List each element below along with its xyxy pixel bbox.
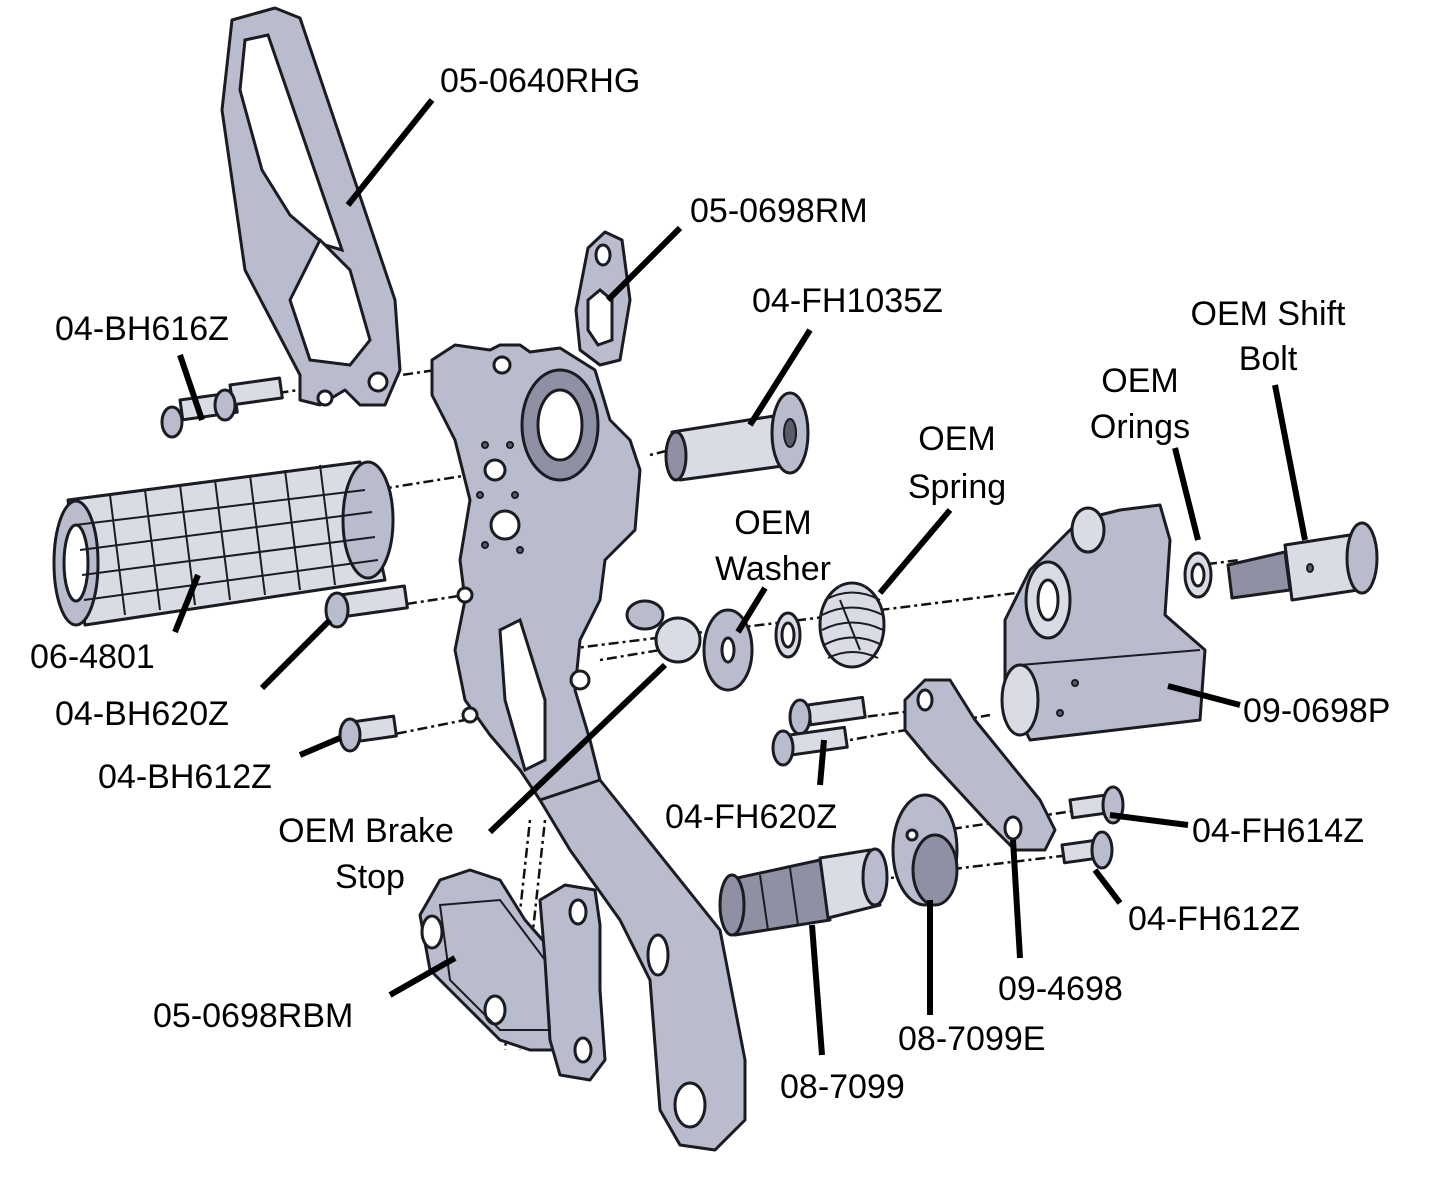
heel-guard-part <box>220 6 402 407</box>
label-bh612z: 04-BH612Z <box>98 758 272 796</box>
label-4698: 09-4698 <box>998 970 1123 1008</box>
label-oem-shift-bolt-line1: OEM Shift <box>1191 295 1346 333</box>
leader-lines <box>172 98 1308 1056</box>
leader-fh614z <box>1109 812 1189 828</box>
leader-0698rm <box>605 225 683 303</box>
label-0698p: 09-0698P <box>1243 692 1390 730</box>
label-7099: 08-7099 <box>780 1068 905 1106</box>
label-oem-washer-line2: Washer <box>715 550 831 588</box>
shift-mount-arm-part <box>574 230 632 367</box>
label-bh620z: 04-BH620Z <box>55 695 229 733</box>
label-fh620z: 04-FH620Z <box>665 798 837 836</box>
leader-bh612z <box>298 735 342 758</box>
label-bh616z: 04-BH616Z <box>55 310 229 348</box>
leader-oem-washer <box>735 586 768 634</box>
part-labels: 05-0640RHG 05-0698RM 04-FH1035Z OEM Shif… <box>30 62 1390 1106</box>
leader-oem-orings <box>1172 447 1201 541</box>
label-0698rbm: 05-0698RBM <box>153 997 353 1035</box>
fh620z-bolts <box>771 695 867 767</box>
label-oem-brake-stop-line1: OEM Brake <box>278 812 454 850</box>
label-oem-orings-line2: Orings <box>1090 408 1190 446</box>
bh612z-bolt <box>338 714 398 753</box>
footpeg-part <box>52 460 395 627</box>
oem-shift-bolt-part <box>1226 521 1379 602</box>
label-oem-spring-line1: OEM <box>918 420 995 458</box>
shift-pivot-housing-part <box>1000 503 1207 742</box>
leader-fh620z <box>817 739 827 786</box>
oem-orings-part <box>1183 551 1213 599</box>
leader-4801 <box>172 573 201 634</box>
fh612z-bolt <box>1060 830 1114 870</box>
fh614z-bolt <box>1068 785 1125 825</box>
leader-fh612z <box>1092 868 1123 905</box>
label-oem-brake-stop-line2: Stop <box>335 858 405 896</box>
label-0640rhg: 05-0640RHG <box>440 62 640 100</box>
bh616z-bolts <box>160 376 284 439</box>
label-4801: 06-4801 <box>30 638 155 676</box>
label-fh1035z: 04-FH1035Z <box>752 282 943 320</box>
leader-4698 <box>1010 839 1023 959</box>
label-oem-spring-line2: Spring <box>908 468 1006 506</box>
leader-oem-brake-stop <box>487 662 668 835</box>
label-0698rm: 05-0698RM <box>690 192 868 230</box>
leader-bh620z <box>259 617 333 691</box>
brake-master-mount-part <box>418 868 607 1082</box>
bh620z-bolt <box>324 584 409 629</box>
small-oring-part <box>774 611 802 659</box>
fh1035z-pivot-bolt <box>664 391 810 482</box>
shift-arm-part <box>903 678 1057 852</box>
leader-0698rbm <box>388 955 457 998</box>
leader-0640rhg <box>345 98 435 207</box>
leader-fh1035z <box>747 328 813 427</box>
rod-end-part <box>718 847 889 937</box>
leader-oem-spring <box>877 508 953 595</box>
leader-0698p <box>1167 683 1241 708</box>
brake-arm-part <box>538 778 747 1152</box>
leader-oem-shift-bolt <box>1272 384 1308 541</box>
main-bracket-part <box>430 343 642 832</box>
leader-bh616z <box>177 354 205 421</box>
eccentric-adjuster-part <box>891 793 959 907</box>
label-oem-washer-line1: OEM <box>734 504 811 542</box>
label-7099e: 08-7099E <box>898 1020 1045 1058</box>
label-oem-orings-line1: OEM <box>1101 362 1178 400</box>
oem-brake-stop-part <box>625 599 702 664</box>
oem-spring-part <box>818 581 886 669</box>
label-fh612z: 04-FH612Z <box>1128 900 1300 938</box>
label-oem-shift-bolt-line2: Bolt <box>1239 340 1298 378</box>
label-fh614z: 04-FH614Z <box>1192 812 1364 850</box>
leader-7099 <box>809 924 825 1056</box>
